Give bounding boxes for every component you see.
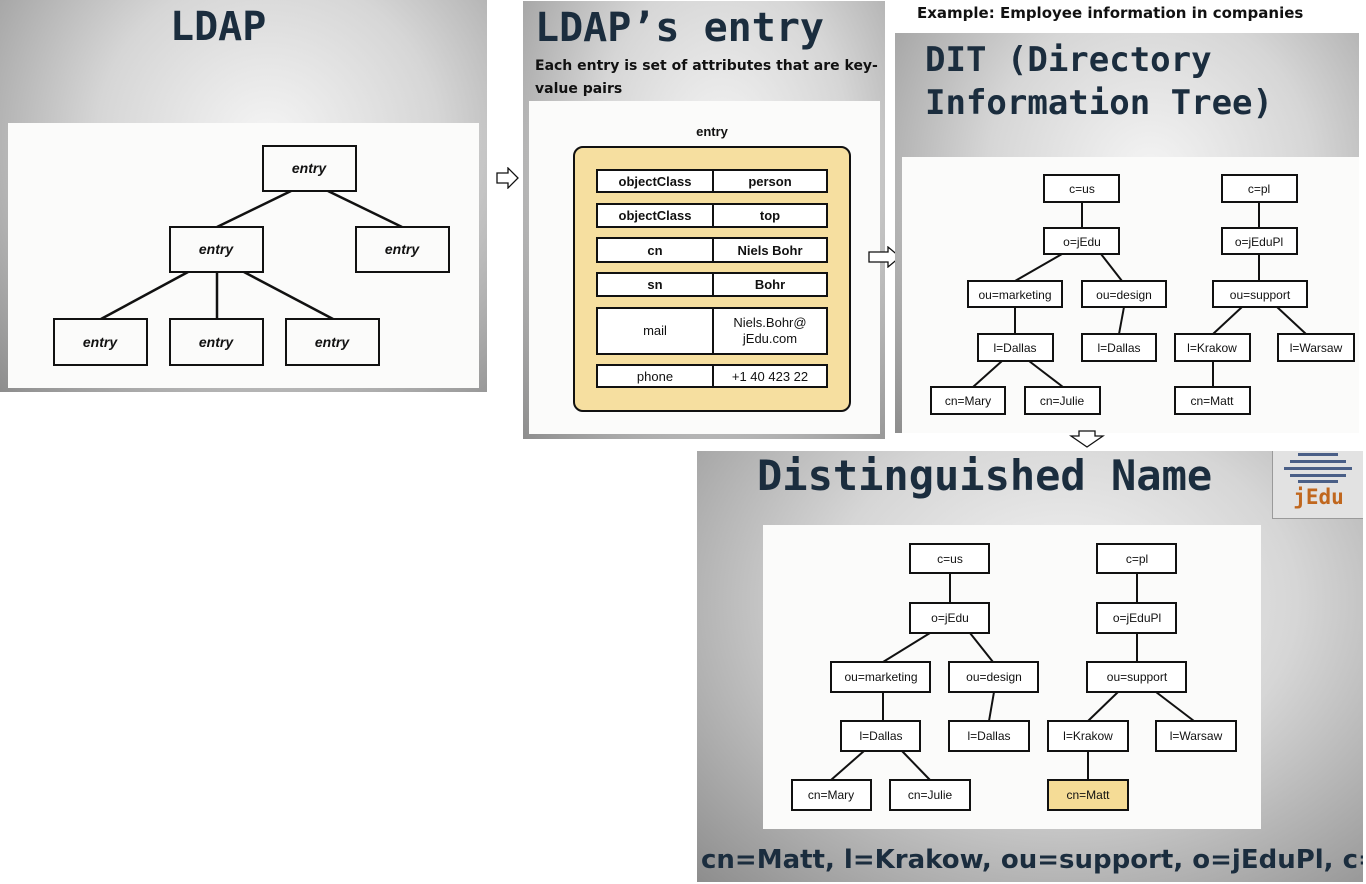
node-l-warsaw: l=Warsaw	[1290, 341, 1343, 355]
node-l-krakow: l=Krakow	[1063, 729, 1113, 743]
node-ou-design: ou=design	[1096, 288, 1152, 302]
slide-title: LDAP	[170, 4, 267, 50]
dn-tree-diagram: c=us o=jEdu ou=marketing ou=design l=Dal…	[791, 543, 1237, 811]
logo-stripes-icon	[1284, 453, 1352, 483]
tree-panel: entry entry entry entry entry entry	[8, 123, 479, 388]
node-cn-julie: cn=Julie	[1040, 394, 1085, 408]
node-o-jedu: o=jEdu	[931, 611, 969, 625]
attr-key: sn	[647, 277, 662, 292]
node-c-pl: c=pl	[1126, 552, 1148, 566]
node-ou-support: ou=support	[1230, 288, 1291, 302]
attr-key: objectClass	[619, 208, 692, 223]
attr-value: Niels Bohr	[737, 243, 802, 258]
attr-key: phone	[637, 369, 673, 384]
slide-subtitle: Each entry is set of attributes that are…	[535, 55, 880, 101]
dit-panel: c=us o=jEdu ou=marketing ou=design l=Dal…	[902, 157, 1359, 433]
slide-title: Distinguished Name	[757, 451, 1213, 500]
slide-title: LDAP’s entry	[535, 5, 824, 51]
dit-tree-diagram: c=us o=jEdu ou=marketing ou=design l=Dal…	[930, 174, 1355, 415]
node-ou-design: ou=design	[966, 670, 1022, 684]
title-line: DIT (Directory	[925, 40, 1212, 80]
distinguished-name-text: cn=Matt, l=Krakow, ou=support, o=jEduPl,…	[701, 845, 1363, 875]
title-line: Information Tree)	[925, 83, 1273, 123]
node-c-us: c=us	[1069, 182, 1095, 196]
entry-attributes-diagram: entry objectClass person objectClass top…	[573, 124, 851, 412]
arrow-down-icon	[1069, 430, 1105, 448]
node-cn-matt: cn=Matt	[1190, 394, 1234, 408]
tree-node: entry	[199, 334, 234, 350]
node-l-krakow: l=Krakow	[1187, 341, 1237, 355]
node-cn-mary: cn=Mary	[945, 394, 991, 408]
slide-ldap-entry: LDAP’s entry Each entry is set of attrib…	[523, 1, 885, 439]
highlighted-node	[1047, 779, 1129, 811]
dn-panel: c=us o=jEdu ou=marketing ou=design l=Dal…	[763, 525, 1261, 829]
attr-key: mail	[643, 323, 667, 338]
attr-value: top	[760, 208, 780, 223]
node-l-warsaw: l=Warsaw	[1170, 729, 1223, 743]
entry-tree-diagram: entry entry entry entry entry entry	[53, 145, 450, 366]
arrow-right-icon	[496, 167, 519, 189]
node-c-pl: c=pl	[1248, 182, 1270, 196]
node-cn-mary: cn=Mary	[808, 788, 854, 802]
jedu-logo: jEdu	[1272, 451, 1363, 519]
attr-value: Niels.Bohr@	[733, 315, 806, 330]
attr-value: person	[748, 174, 791, 189]
arrow-right-icon	[868, 246, 902, 268]
entry-label: entry	[696, 124, 729, 139]
attr-key: objectClass	[619, 174, 692, 189]
node-ou-support: ou=support	[1107, 670, 1168, 684]
node-l-dallas: l=Dallas	[859, 729, 902, 743]
subtitle-line: value pairs	[535, 81, 623, 97]
tree-node: entry	[83, 334, 118, 350]
node-l-dallas: l=Dallas	[993, 341, 1036, 355]
node-cn-matt: cn=Matt	[1066, 788, 1110, 802]
slide-ldap: LDAP entry entry entry ent	[0, 0, 487, 392]
attr-value: +1 40 423 22	[732, 369, 808, 384]
slide-distinguished-name: Distinguished Name jEdu	[697, 451, 1363, 882]
attr-key: cn	[647, 243, 662, 258]
node-l-dallas: l=Dallas	[1097, 341, 1140, 355]
node-ou-marketing: ou=marketing	[978, 288, 1051, 302]
attr-value: Bohr	[755, 277, 785, 292]
logo-text: jEdu	[1293, 485, 1344, 509]
subtitle-line: Each entry is set of attributes that are…	[535, 58, 878, 74]
node-ou-marketing: ou=marketing	[844, 670, 917, 684]
attr-value: jEdu.com	[742, 331, 797, 346]
tree-node-root: entry	[292, 160, 327, 176]
node-o-jedu: o=jEdu	[1063, 235, 1101, 249]
example-caption: Example: Employee information in compani…	[917, 4, 1304, 22]
node-l-dallas: l=Dallas	[967, 729, 1010, 743]
entry-panel: entry objectClass person objectClass top…	[529, 101, 880, 434]
slide-title: DIT (Directory Information Tree)	[925, 39, 1273, 125]
tree-node: entry	[385, 241, 420, 257]
tree-node: entry	[199, 241, 234, 257]
node-o-jedupl: o=jEduPl	[1235, 235, 1283, 249]
node-cn-julie: cn=Julie	[908, 788, 953, 802]
node-c-us: c=us	[937, 552, 963, 566]
slide-dit: DIT (Directory Information Tree)	[895, 33, 1359, 433]
node-o-jedupl: o=jEduPl	[1113, 611, 1161, 625]
tree-node: entry	[315, 334, 350, 350]
